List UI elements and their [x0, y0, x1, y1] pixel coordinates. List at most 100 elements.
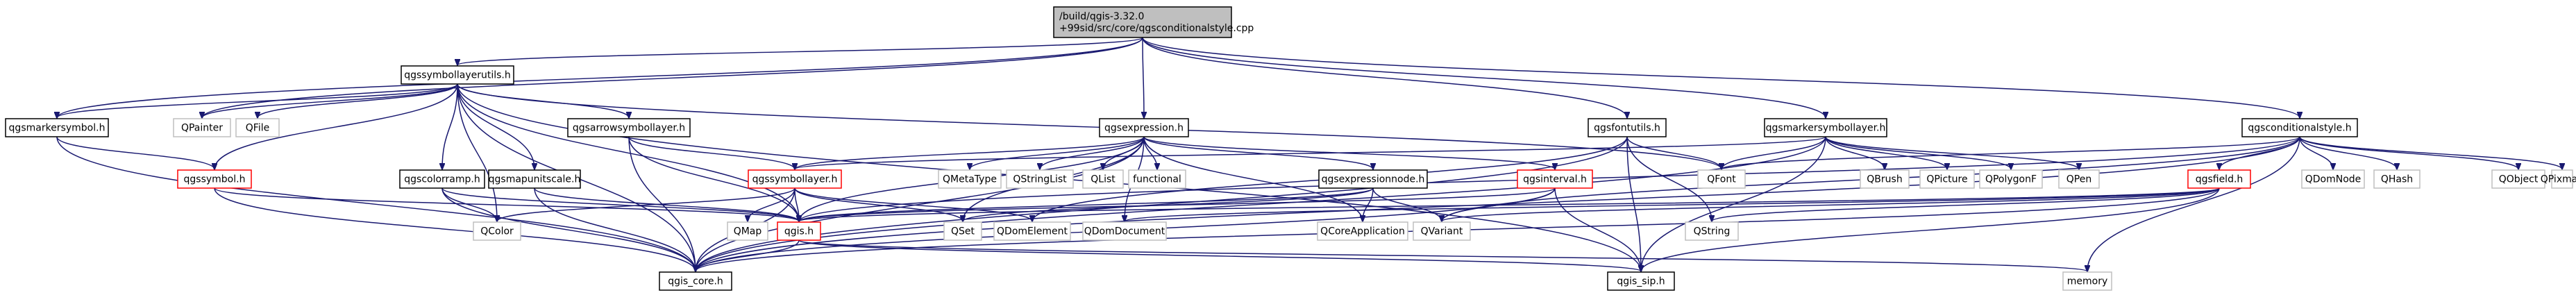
node-qgscolorramp[interactable]: qgscolorramp.h [399, 169, 485, 189]
node-box [2551, 169, 2573, 189]
node-label: qgsfontutils.h [1594, 123, 1660, 134]
node-box [1588, 118, 1667, 137]
node-box [1318, 169, 1428, 189]
node-qgsconditionalstyle[interactable]: qgsconditionalstyle.h [2241, 118, 2358, 137]
edge-root-to-qgsmarkersymbollayer [1142, 37, 1826, 118]
node-label: QCoreApplication [1320, 226, 1405, 237]
edge-qgsmarkersymbol-to-qgssymbol [56, 136, 214, 169]
node-qgsmapunitscale[interactable]: qgsmapunitscale.h [488, 169, 581, 189]
node-qstring: QString [1685, 221, 1739, 241]
node-box [943, 221, 982, 241]
node-box [401, 65, 514, 85]
edge-qgsmarkersymbollayer-to-qgssymbollayer [795, 136, 1826, 169]
edge-qgscolorramp-to-qgis [441, 187, 799, 221]
node-qgsfontutils[interactable]: qgsfontutils.h [1588, 118, 1667, 137]
node-label: qgis.h [784, 226, 814, 237]
node-box [177, 169, 252, 189]
node-box [1919, 169, 1975, 189]
node-qgsexpression[interactable]: qgsexpression.h [1099, 118, 1189, 137]
node-qcolor: QColor [473, 221, 521, 241]
node-qgsmarkersymbollayer[interactable]: qgsmarkersymbollayer.h [1764, 118, 1887, 137]
node-qgis[interactable]: qgis.h [777, 221, 821, 241]
node-label: QString [1694, 226, 1731, 237]
edge-qgsfield-to-qstring [1712, 187, 2220, 221]
node-qpainter: QPainter [173, 118, 231, 137]
node-box [777, 221, 821, 241]
edge-qgsmapunitscale-to-qgis-core [534, 187, 696, 271]
node-qgssymbol[interactable]: qgssymbol.h [177, 169, 252, 189]
node-box [1317, 221, 1408, 241]
edge-qgsmarkersymbollayer-to-qpen [1825, 136, 2079, 169]
node-qgsexpressionnode[interactable]: qgsexpressionnode.h [1318, 169, 1428, 189]
node-label: QPixmap [2541, 174, 2576, 185]
edge-root-to-qgsexpression [1143, 37, 1144, 118]
node-label: QPainter [181, 123, 223, 134]
node-qgsfield[interactable]: qgsfield.h [2187, 169, 2251, 189]
edge-qgssymbollayerutils-to-qfont [457, 83, 1721, 169]
node-box [993, 221, 1071, 241]
edge-qgsmarkersymbol-to-qgis-core [56, 136, 696, 271]
edge-qgssymbollayerutils-to-qgsmarkersymbol [57, 83, 458, 118]
node-label: QDomDocument [1084, 226, 1165, 237]
node-label: /build/qgis-3.32.0 [1059, 11, 1144, 22]
node-qlist: QList [1082, 169, 1124, 189]
edge-qgsfield-to-qvariant [1442, 187, 2220, 221]
node-qgsinterval[interactable]: qgsinterval.h [1517, 169, 1593, 189]
node-box [1128, 169, 1186, 189]
node-label: memory [2067, 276, 2108, 287]
node-box [2491, 169, 2545, 189]
node-box [1607, 271, 1675, 291]
edge-qgsconditionalstyle-to-qfont [1721, 136, 2300, 169]
edge-qgssymbollayerutils-to-qgsmapunitscale [457, 83, 534, 169]
node-qpen: QPen [2058, 169, 2100, 189]
edge-qgsfield-to-qdomdocument [1125, 187, 2220, 221]
node-qgis-sip[interactable]: qgis_sip.h [1607, 271, 1675, 291]
node-qdomelement: QDomElement [993, 221, 1071, 241]
edge-qgsmarkersymbollayer-to-qbrush [1825, 136, 1885, 169]
edge-qgsfield-to-qgis-sip [1641, 187, 2220, 271]
edge-qgsfontutils-to-qgis-sip [1626, 136, 1641, 271]
edge-qgsmarkersymbollayer-to-qpicture [1825, 136, 1947, 169]
node-box [1685, 221, 1739, 241]
edge-root-to-qgssymbollayerutils [457, 37, 1143, 65]
edge-qgsmarkersymbollayer-to-qfont [1721, 136, 1826, 169]
node-box [1082, 169, 1124, 189]
node-label: qgis_sip.h [1617, 276, 1665, 287]
node-box [1099, 118, 1189, 137]
edge-qgsconditionalstyle-to-memory [2087, 136, 2300, 271]
node-box [1082, 221, 1167, 241]
node-box [2058, 169, 2100, 189]
edge-qgsarrowsymbollayer-to-qgis [628, 136, 799, 221]
node-label: QSet [951, 226, 975, 237]
node-qdomdocument: QDomDocument [1082, 221, 1167, 241]
node-label: qgsfield.h [2196, 174, 2244, 185]
node-label: QPolygonF [1985, 174, 2037, 185]
node-box [5, 118, 109, 137]
node-qgssymbollayer[interactable]: qgssymbollayer.h [748, 169, 842, 189]
node-qgis-core[interactable]: qgis_core.h [659, 271, 732, 291]
node-box [567, 118, 691, 137]
node-box [1413, 221, 1471, 241]
edge-qgsexpressionnode-to-qcoreapplication [1363, 187, 1374, 221]
node-qpolygonf: QPolygonF [1979, 169, 2043, 189]
node-qdomnode: QDomNode [2301, 169, 2365, 189]
edge-qgsconditionalstyle-to-qobject [2299, 136, 2518, 169]
node-qgssymbollayerutils[interactable]: qgssymbollayerutils.h [401, 65, 514, 85]
node-qgsarrowsymbollayer[interactable]: qgsarrowsymbollayer.h [567, 118, 691, 137]
node-label: qgscolorramp.h [404, 174, 480, 185]
node-label: qgssymbollayer.h [752, 174, 838, 185]
node-qhash: QHash [2373, 169, 2421, 189]
node-qgsmarkersymbol[interactable]: qgsmarkersymbol.h [5, 118, 109, 137]
node-box [2373, 169, 2421, 189]
edge-qgsmarkersymbollayer-to-qpolygonf [1825, 136, 2011, 169]
node-box [1006, 169, 1074, 189]
node-label: QFile [246, 123, 269, 134]
node-label: QVariant [1421, 226, 1463, 237]
node-label: qgis_core.h [668, 276, 723, 287]
node-label: qgssymbol.h [184, 174, 246, 185]
node-label: QFont [1707, 174, 1736, 185]
node-qset: QSet [943, 221, 982, 241]
edge-root-to-qpainter [202, 37, 1143, 118]
edge-qgsexpression-to-qgis-core [696, 136, 1145, 271]
